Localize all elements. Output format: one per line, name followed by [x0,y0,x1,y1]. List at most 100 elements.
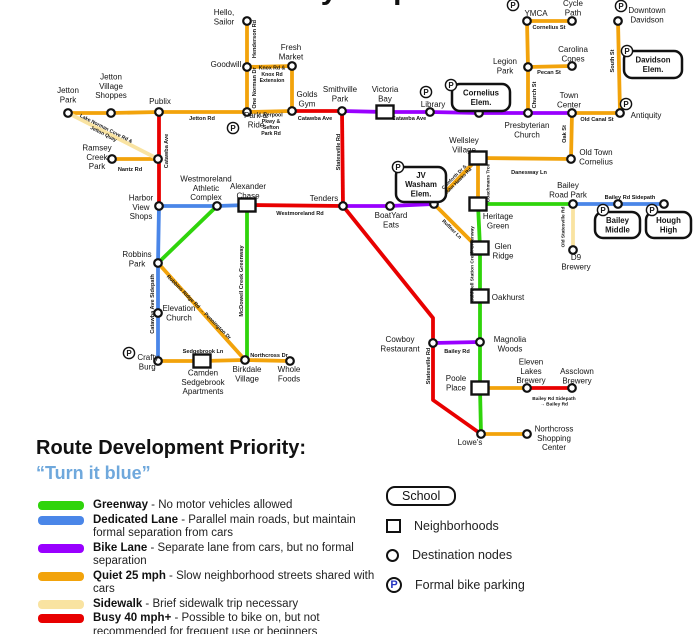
destination-node [153,154,163,164]
route-segment-busy [340,110,345,207]
destination-node [659,199,669,209]
road-label: Oak St [562,125,568,143]
legend-swatch-sidewalk [38,599,84,609]
page-title-text: Cornelius bikeway map [58,0,498,7]
school-box [394,165,448,204]
neighborhood-square [375,104,395,120]
destination-node [476,429,486,439]
bike-parking-icon [614,0,628,13]
route-segment-busy [341,204,483,436]
road-label: Old Statesville Rd [561,207,567,248]
station-label: Antiquity [631,111,662,120]
legend-item-busy: Busy 40 mph+ - Possible to bike on, but … [36,612,376,634]
legend-school-box: School [386,486,457,506]
road-label: Bailey Rd [444,349,470,355]
road-label: Old Canal St [580,117,613,123]
destination-node [523,62,533,72]
destination-node [63,108,73,118]
destination-node [240,355,250,365]
legend-item-dedicated: Dedicated Lane - Parallel main roads, bu… [36,514,376,541]
road-label: Church St [532,82,538,109]
bike-parking-letter: P [624,47,630,56]
route-segment-quiet [616,20,622,114]
destination-node [425,107,435,117]
destination-node [522,383,532,393]
destination-node [567,108,577,118]
destination-node [153,308,163,318]
legend-swatch-quiet [38,571,84,581]
symbol-legend: School Neighborhoods Destination nodes P… [386,486,525,608]
destination-node [567,16,577,26]
route-priority-legend: Route Development Priority: “Turn it blu… [36,437,376,634]
neighborhood-square [470,240,490,256]
route-segment-greenway [156,204,219,265]
legend-parking-label: Formal bike parking [415,578,525,592]
destination-node [475,337,485,347]
road-label: Coachmans Trce [486,163,492,202]
destination-node [285,356,295,366]
legend-item-greenway: Greenway - No motor vehicles allowed [36,499,376,513]
road-label: Statesville Rd [426,347,432,384]
destination-node [154,107,164,117]
route-segment-dedicated [159,203,248,208]
neighborhood-square [470,380,490,396]
station-label: YMCA [524,9,548,18]
station-label: Publix [149,97,171,106]
neighborhood-square [192,353,212,369]
road-label: Catawba Ave [392,116,426,122]
destination-node [154,201,164,211]
road-label: Catawba Ave Sidepath [150,274,156,334]
legend-destination-label: Destination nodes [412,548,513,562]
road-label: Sedgebrook Ln [183,349,224,355]
neighborhood-square-icon [386,519,401,533]
bike-parking-letter: P [395,163,401,172]
bike-parking-icon [620,44,634,58]
bike-parking-letter: P [510,1,516,10]
neighborhood-square [468,196,488,212]
road-label: Northcross Dr [250,353,288,359]
bike-parking-icon: P [386,577,402,593]
bike-parking-letter: P [230,124,236,133]
school-box [450,82,512,113]
station-label: Oakhurst [492,293,525,302]
road-label: Catawba Ave [298,116,332,122]
route-segment-quiet [569,112,574,160]
road-label: McDowell Creek Greenway [239,245,245,317]
route-segment-bike [432,340,481,345]
bike-parking-icon [419,85,433,99]
route-segment-sidewalk [67,111,159,161]
road-label: Henderson Rd [252,19,258,58]
school-box [593,210,642,240]
route-segment-quiet [158,358,291,363]
bike-parking-icon [226,121,240,135]
destination-node [523,108,533,118]
route-segment-greenway [476,203,483,435]
legend-item-bike: Bike Lane - Separate lane from cars, but… [36,542,376,569]
destination-node [212,201,222,211]
destination-node [107,154,117,164]
bike-parking-icon [122,346,136,360]
route-segment-quiet [477,156,572,161]
destination-node [242,62,252,72]
route-segment-dedicated [156,205,161,361]
bike-parking-letter: P [126,349,132,358]
